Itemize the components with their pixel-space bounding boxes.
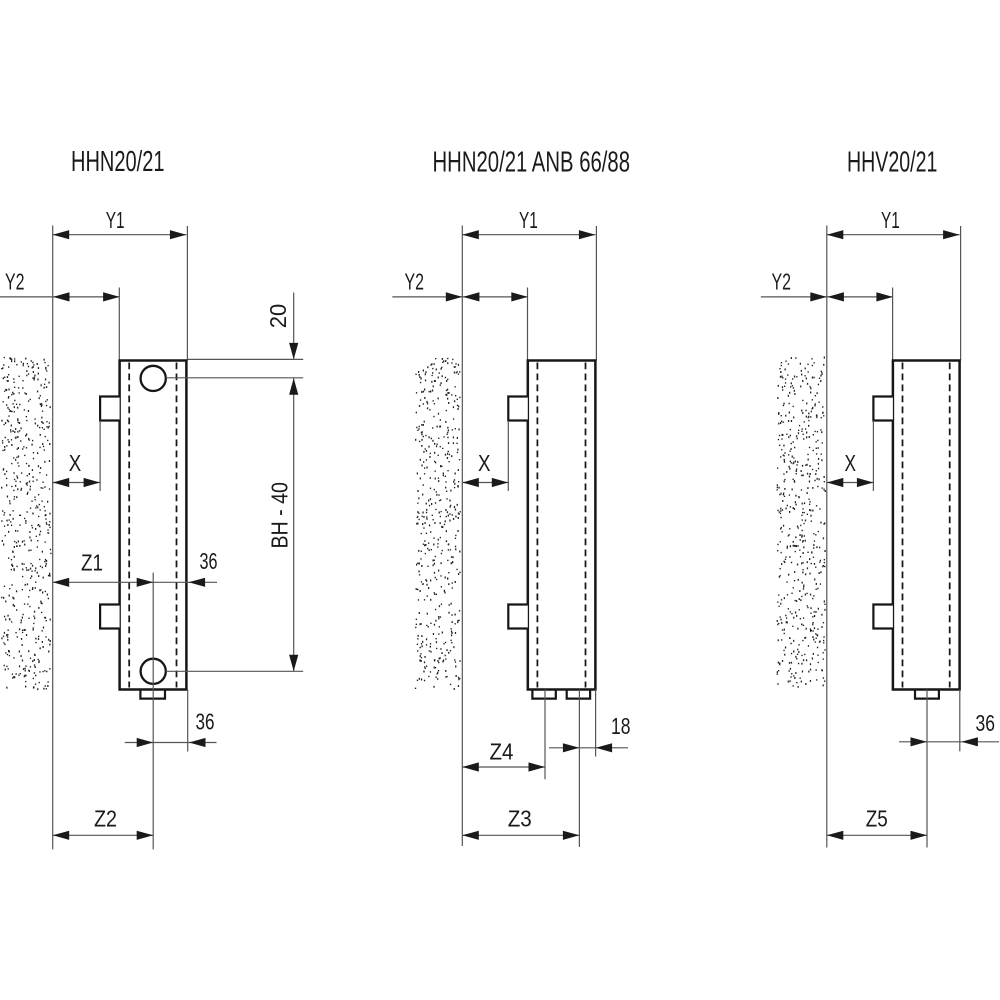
svg-text:Y1: Y1 <box>881 207 900 233</box>
svg-text:X: X <box>845 450 857 476</box>
svg-text:HHN20/21: HHN20/21 <box>71 146 165 178</box>
svg-text:HHN20/21 ANB 66/88: HHN20/21 ANB 66/88 <box>433 146 631 178</box>
svg-text:X: X <box>478 450 491 476</box>
svg-text:Z2: Z2 <box>94 805 117 831</box>
svg-text:Z1: Z1 <box>81 550 103 576</box>
svg-text:36: 36 <box>200 548 218 574</box>
svg-text:Y1: Y1 <box>106 207 125 233</box>
svg-text:Z3: Z3 <box>508 805 532 831</box>
svg-text:HHV20/21: HHV20/21 <box>847 146 937 178</box>
svg-text:36: 36 <box>976 710 996 736</box>
svg-text:18: 18 <box>611 713 631 739</box>
svg-text:BH - 40: BH - 40 <box>267 482 293 549</box>
svg-text:36: 36 <box>196 709 215 735</box>
svg-text:Y2: Y2 <box>405 268 425 294</box>
svg-text:X: X <box>69 450 82 476</box>
svg-text:Y2: Y2 <box>5 268 25 294</box>
svg-text:Y2: Y2 <box>772 268 792 294</box>
svg-text:20: 20 <box>265 304 291 329</box>
svg-text:Y1: Y1 <box>519 207 538 233</box>
svg-text:Z5: Z5 <box>866 805 888 831</box>
svg-text:Z4: Z4 <box>490 739 514 765</box>
